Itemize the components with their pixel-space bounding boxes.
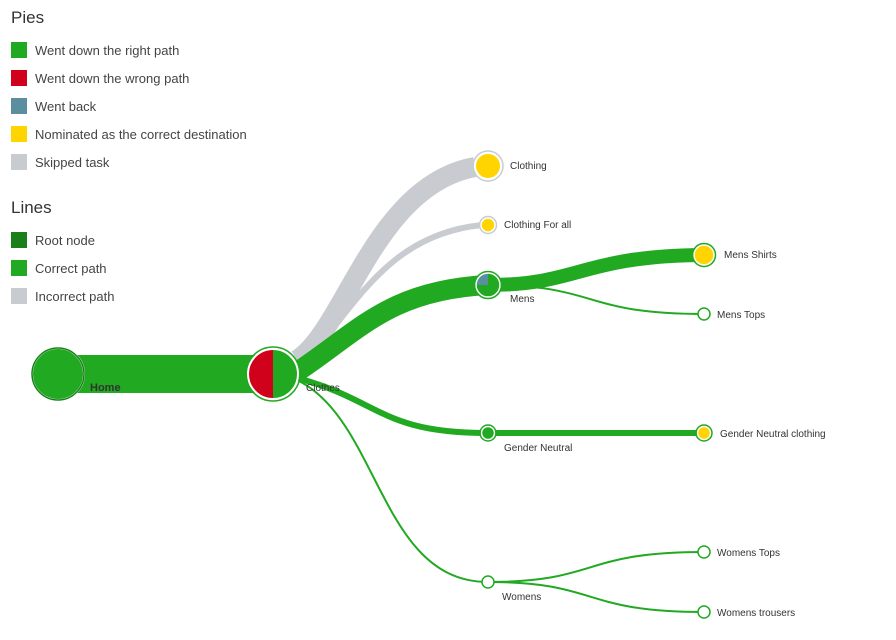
node-clothing[interactable]: Clothing xyxy=(472,150,547,182)
link-womens-womens-tops xyxy=(487,551,705,583)
link-mens-mens-tops xyxy=(487,284,705,315)
swatch-nominated xyxy=(11,126,27,142)
legend-label: Correct path xyxy=(35,260,107,276)
node-label: Home xyxy=(90,382,121,394)
legend-lines-title: Lines xyxy=(11,198,52,217)
node-label: Womens xyxy=(502,592,541,603)
legend-label: Incorrect path xyxy=(35,288,115,304)
legend-item-incorrect-path: Incorrect path xyxy=(11,282,115,310)
swatch-skipped xyxy=(11,154,27,170)
node-clothes[interactable]: Clothes xyxy=(245,346,340,402)
node-womens-tops[interactable]: Womens Tops xyxy=(697,545,780,559)
node-label: Womens trousers xyxy=(717,608,795,619)
node-label: Clothing For all xyxy=(504,220,571,231)
legend-item-right-path: Went down the right path xyxy=(11,36,247,64)
link-womens-womens-trousers xyxy=(487,581,705,613)
legend-label: Went down the wrong path xyxy=(35,70,190,86)
swatch-incorrect-path xyxy=(11,288,27,304)
node-label: Mens Shirts xyxy=(724,250,777,261)
node-gender-neutral-clothing[interactable]: Gender Neutral clothing xyxy=(695,424,826,442)
link-mens-mens-shirts xyxy=(487,248,705,292)
node-clothing-for-all[interactable]: Clothing For all xyxy=(478,215,572,235)
node-label: Clothing xyxy=(510,161,547,172)
link-clothes-clothing xyxy=(291,157,478,369)
legend-item-skipped: Skipped task xyxy=(11,148,247,176)
legend-label: Went down the right path xyxy=(35,42,180,58)
node-label: Mens xyxy=(510,294,534,305)
node-label: Mens Tops xyxy=(717,310,765,321)
link-clothes-gender-neutral xyxy=(296,375,489,436)
legend-pies: Pies Went down the right path Went down … xyxy=(11,8,247,176)
node-label: Gender Neutral clothing xyxy=(720,429,826,440)
legend-label: Skipped task xyxy=(35,154,110,170)
link-clothes-mens xyxy=(291,275,489,381)
legend-label: Went back xyxy=(35,98,97,114)
node-womens-trousers[interactable]: Womens trousers xyxy=(697,605,795,619)
legend-pies-title: Pies xyxy=(11,8,45,27)
legend-item-nominated: Nominated as the correct destination xyxy=(11,120,247,148)
node-mens-tops[interactable]: Mens Tops xyxy=(697,307,765,321)
swatch-correct-path xyxy=(11,260,27,276)
node-mens[interactable]: Mens xyxy=(473,270,535,306)
legend-item-correct-path: Correct path xyxy=(11,254,115,282)
node-mens-shirts[interactable]: Mens Shirts xyxy=(691,242,777,268)
legend-item-root-node: Root node xyxy=(11,226,115,254)
legend-label: Root node xyxy=(35,232,95,248)
swatch-went-back xyxy=(11,98,27,114)
node-home[interactable]: Home xyxy=(31,347,121,401)
swatch-wrong-path xyxy=(11,70,27,86)
legend-lines: Lines Root node Correct path Incorrect p… xyxy=(11,198,115,310)
link-clothes-womens xyxy=(296,379,489,583)
legend-item-went-back: Went back xyxy=(11,92,247,120)
legend-item-wrong-path: Went down the wrong path xyxy=(11,64,247,92)
swatch-right-path xyxy=(11,42,27,58)
swatch-root-node xyxy=(11,232,27,248)
node-label: Womens Tops xyxy=(717,548,780,559)
node-gender-neutral[interactable]: Gender Neutral xyxy=(479,424,572,454)
node-label: Clothes xyxy=(306,383,340,394)
node-womens[interactable]: Womens xyxy=(481,575,541,603)
node-label: Gender Neutral xyxy=(504,443,572,454)
legend-label: Nominated as the correct destination xyxy=(35,126,247,142)
